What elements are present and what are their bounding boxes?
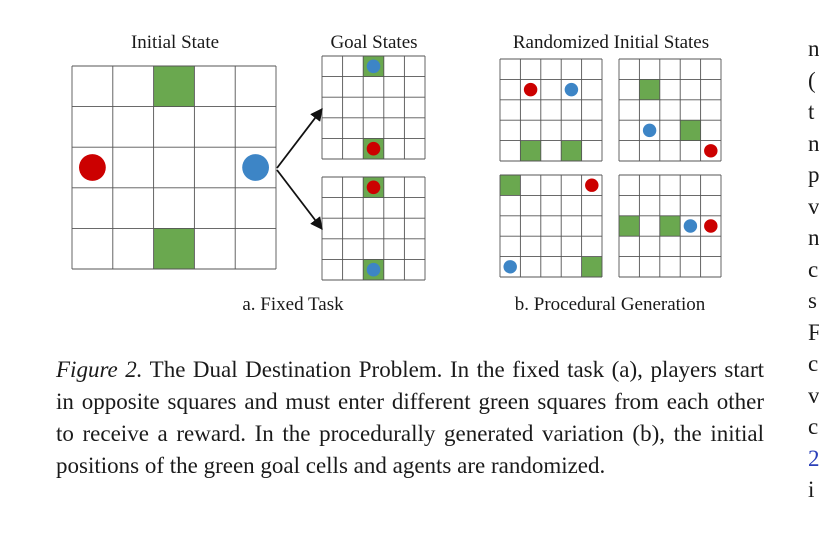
arrow-to-goal-2 bbox=[276, 169, 323, 231]
title-goal-states: Goal States bbox=[330, 32, 417, 53]
blue-agent bbox=[503, 260, 517, 274]
red-agent bbox=[79, 154, 106, 181]
grid-goal-state-1 bbox=[321, 55, 426, 160]
grid-initial-state bbox=[71, 65, 277, 270]
side-line: F bbox=[808, 319, 819, 345]
side-line: p bbox=[808, 162, 819, 187]
grid-random-2 bbox=[618, 58, 722, 162]
green-goal-cell bbox=[561, 140, 582, 161]
side-line: n bbox=[808, 130, 819, 156]
side-line: t bbox=[808, 99, 815, 124]
red-agent bbox=[523, 82, 538, 97]
title-randomized-states: Randomized Initial States bbox=[513, 32, 709, 53]
green-goal-cell bbox=[520, 140, 541, 161]
side-line: c bbox=[808, 351, 819, 376]
figure-caption: Figure 2. The Dual Destination Problem. … bbox=[56, 354, 764, 482]
green-goal-cell bbox=[619, 215, 640, 237]
side-line: s bbox=[808, 288, 817, 313]
arrow-to-goal-1 bbox=[276, 107, 323, 169]
sublabel-fixed-task: a. Fixed Task bbox=[242, 294, 344, 315]
red-agent bbox=[366, 141, 381, 156]
blue-agent bbox=[242, 154, 269, 181]
side-line: c bbox=[808, 256, 819, 282]
blue-agent bbox=[564, 82, 579, 97]
caption-label: Figure 2. bbox=[56, 357, 143, 382]
grid-random-4 bbox=[618, 174, 722, 278]
side-line: i bbox=[808, 477, 815, 502]
red-agent bbox=[704, 219, 718, 233]
blue-agent bbox=[642, 123, 657, 138]
side-line-link: 2 bbox=[808, 445, 819, 471]
side-line: n bbox=[808, 225, 819, 250]
grid-random-3 bbox=[499, 174, 603, 278]
blue-agent bbox=[683, 219, 698, 233]
green-goal-cell bbox=[153, 66, 195, 107]
green-goal-cell bbox=[659, 215, 681, 237]
sublabel-procedural: b. Procedural Generation bbox=[515, 294, 706, 315]
figure-2-diagram: Initial State Goal States Randomized Ini… bbox=[71, 32, 722, 315]
side-line: n bbox=[808, 36, 819, 61]
blue-agent bbox=[366, 262, 381, 277]
green-goal-cell bbox=[581, 256, 602, 277]
grid-random-1 bbox=[499, 58, 603, 162]
caption-text: The Dual Destination Problem. In the fix… bbox=[56, 357, 764, 478]
green-goal-cell bbox=[639, 79, 660, 100]
side-line: c bbox=[808, 414, 819, 439]
adjacent-column-text: n ( t n p v n c s F c v c 2 i bbox=[808, 33, 819, 506]
red-agent bbox=[366, 180, 381, 195]
blue-agent bbox=[366, 59, 381, 74]
side-line: v bbox=[808, 193, 819, 219]
green-goal-cell bbox=[680, 120, 701, 141]
red-agent bbox=[704, 144, 718, 158]
title-initial-state: Initial State bbox=[131, 32, 219, 53]
green-goal-cell bbox=[153, 228, 195, 269]
red-agent bbox=[585, 178, 599, 192]
side-line: ( bbox=[808, 67, 816, 93]
side-line: v bbox=[808, 382, 819, 408]
green-goal-cell bbox=[500, 175, 521, 196]
grid-goal-state-2 bbox=[321, 176, 426, 281]
